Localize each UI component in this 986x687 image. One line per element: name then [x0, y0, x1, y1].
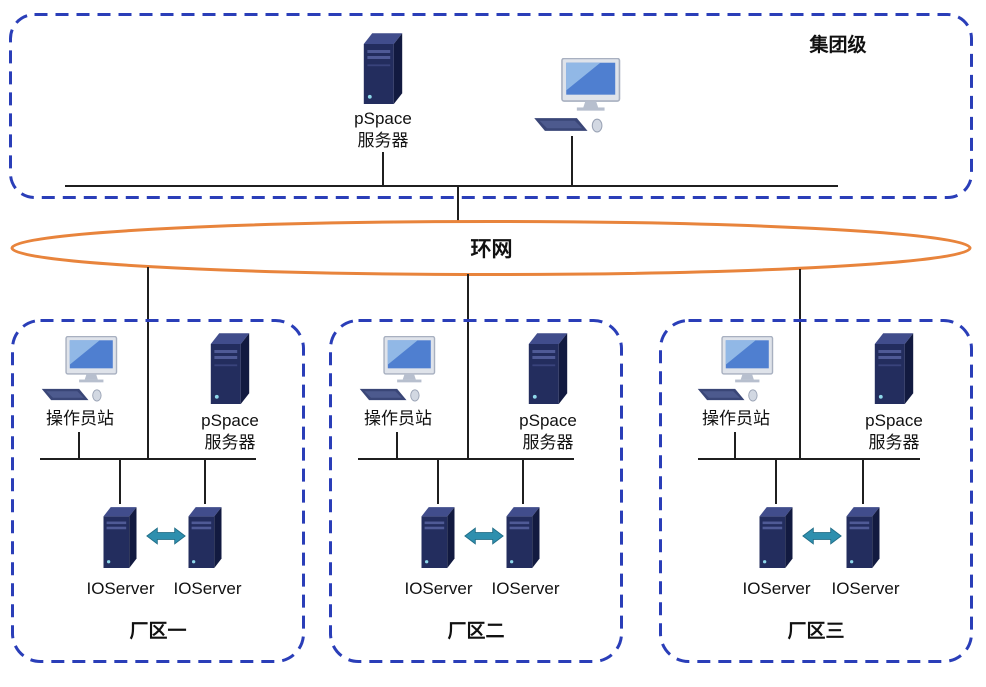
operator-station-icon — [694, 335, 780, 415]
operator-station-label: 操作员站 — [364, 409, 432, 428]
server-tower-icon — [846, 507, 880, 568]
pspace-label-line2: 服务器 — [868, 433, 920, 453]
pspace-label-line1: pSpace — [519, 411, 577, 430]
double-arrow-icon — [802, 527, 842, 545]
ioserver-right-label: IOServer — [831, 579, 900, 598]
server-tower-icon — [210, 333, 250, 404]
sync-arrow-icon — [464, 526, 504, 551]
ring-network: 环网 — [9, 219, 974, 277]
server-tower-icon — [874, 333, 914, 404]
factory-box-3: 操作员站 pSpace 服务器 — [658, 318, 974, 664]
pspace-server-icon — [359, 28, 407, 113]
ioserver-right-connector — [204, 460, 206, 504]
factory-bus-line — [358, 458, 574, 460]
factory-title: 厂区二 — [447, 621, 505, 642]
sync-arrow-icon — [146, 526, 186, 551]
pspace-server-label-line1: pSpace — [354, 109, 412, 128]
workstation-connector-line — [571, 136, 573, 185]
operator-station-label: 操作员站 — [46, 409, 114, 428]
factory-bus-line — [40, 458, 256, 460]
operator-connector-line — [78, 432, 80, 458]
pspace-server-label: pSpace 服务器 — [323, 108, 443, 152]
operator-station-icon — [356, 335, 442, 415]
workstation-icon-svg — [697, 335, 774, 402]
ioserver-left-connector — [437, 460, 439, 504]
server-tower-icon — [363, 33, 403, 105]
server-tower-icon — [759, 507, 793, 568]
factory-box-1: 操作员站 pSpace 服务器 — [10, 318, 306, 664]
ioserver-right-connector — [522, 460, 524, 504]
double-arrow-icon — [464, 527, 504, 545]
ioserver-right-connector — [862, 460, 864, 504]
ioserver-left-icon — [753, 504, 799, 575]
server-tower-icon — [188, 507, 222, 568]
ioserver-left-label: IOServer — [86, 579, 155, 598]
pspace-server-label: pSpace 服务器 — [160, 410, 300, 454]
group-level-label: 集团级 — [809, 35, 867, 56]
workstation-icon-svg — [41, 335, 118, 402]
sync-arrow-icon — [802, 526, 842, 551]
server-tower-icon — [506, 507, 540, 568]
operator-station-label: 操作员站 — [702, 409, 770, 428]
server-connector-line — [382, 152, 384, 185]
operator-connector-line — [734, 432, 736, 458]
ioserver-left-icon — [97, 504, 143, 575]
pspace-server-label: pSpace 服务器 — [824, 410, 964, 454]
operator-connector-line — [396, 432, 398, 458]
factory-title: 厂区一 — [129, 621, 187, 642]
factory-bus-line — [698, 458, 920, 460]
operator-station-icon — [38, 335, 124, 415]
pspace-server-label-line2: 服务器 — [357, 131, 409, 151]
ioserver-right-icon — [840, 504, 886, 575]
group-bus-line — [65, 185, 838, 187]
pspace-label-line1: pSpace — [201, 411, 259, 430]
bus-to-ring-connector — [457, 187, 459, 221]
pspace-server-icon — [870, 328, 918, 413]
pspace-server-label: pSpace 服务器 — [478, 410, 618, 454]
ring-label: 环网 — [470, 238, 513, 261]
pspace-label-line2: 服务器 — [522, 433, 574, 453]
ioserver-right-icon — [182, 504, 228, 575]
workstation-icon-svg — [359, 335, 436, 402]
server-tower-icon — [421, 507, 455, 568]
workstation-icon — [530, 57, 628, 147]
pspace-server-icon — [206, 328, 254, 413]
workstation-icon-svg — [534, 57, 621, 133]
server-tower-icon — [528, 333, 568, 404]
server-tower-icon — [103, 507, 137, 568]
ioserver-right-label: IOServer — [491, 579, 560, 598]
ioserver-left-label: IOServer — [742, 579, 811, 598]
pspace-server-icon — [524, 328, 572, 413]
factory-title: 厂区三 — [787, 621, 845, 642]
ioserver-right-label: IOServer — [173, 579, 242, 598]
ioserver-left-connector — [119, 460, 121, 504]
pspace-label-line1: pSpace — [865, 411, 923, 430]
ioserver-left-connector — [775, 460, 777, 504]
factory-box-2: 操作员站 pSpace 服务器 — [328, 318, 624, 664]
ioserver-left-icon — [415, 504, 461, 575]
double-arrow-icon — [146, 527, 186, 545]
group-level-box: 集团级 pSpace 服务器 — [8, 12, 974, 200]
pspace-label-line2: 服务器 — [204, 433, 256, 453]
ioserver-left-label: IOServer — [404, 579, 473, 598]
ioserver-right-icon — [500, 504, 546, 575]
